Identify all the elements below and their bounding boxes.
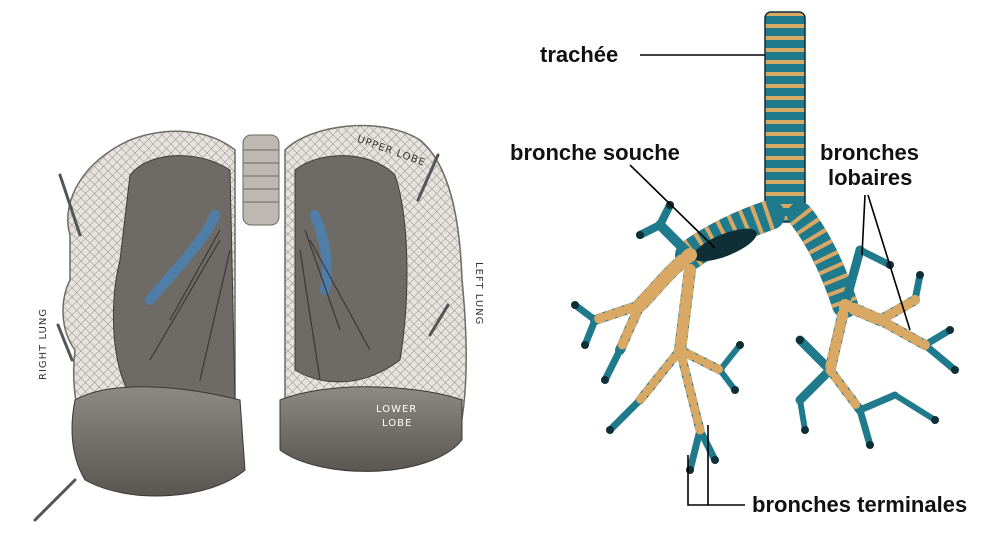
- label-lobar-bronchi-1: bronches: [820, 140, 919, 165]
- left-lower-lobe: [280, 387, 462, 472]
- label-trachea: trachée: [540, 42, 618, 67]
- label-lower-lobe-2: LOBE: [382, 418, 412, 429]
- label-lower-lobe-1: LOWER: [376, 404, 417, 415]
- lungs-illustration: RIGHT LUNG LEFT LUNG UPPER LOBE LOWER LO…: [35, 126, 484, 520]
- label-left-lung: LEFT LUNG: [473, 262, 484, 325]
- right-lung-inner: [113, 156, 235, 413]
- label-right-lung: RIGHT LUNG: [38, 308, 49, 380]
- leader-lobar-1: [862, 195, 865, 255]
- right-lower-lobe: [72, 387, 245, 496]
- left-lung-inner: [295, 156, 407, 382]
- trachea-tube: [765, 12, 805, 222]
- label-terminal-bronchi: bronches terminales: [752, 492, 967, 517]
- label-lobar-bronchi-2: lobaires: [828, 165, 912, 190]
- label-main-bronchus: bronche souche: [510, 140, 680, 165]
- pin-bottom-left: [35, 480, 75, 520]
- bronchial-tree: trachée bronche souche bronches lobaires…: [510, 12, 967, 517]
- lungs-trachea: [243, 135, 279, 225]
